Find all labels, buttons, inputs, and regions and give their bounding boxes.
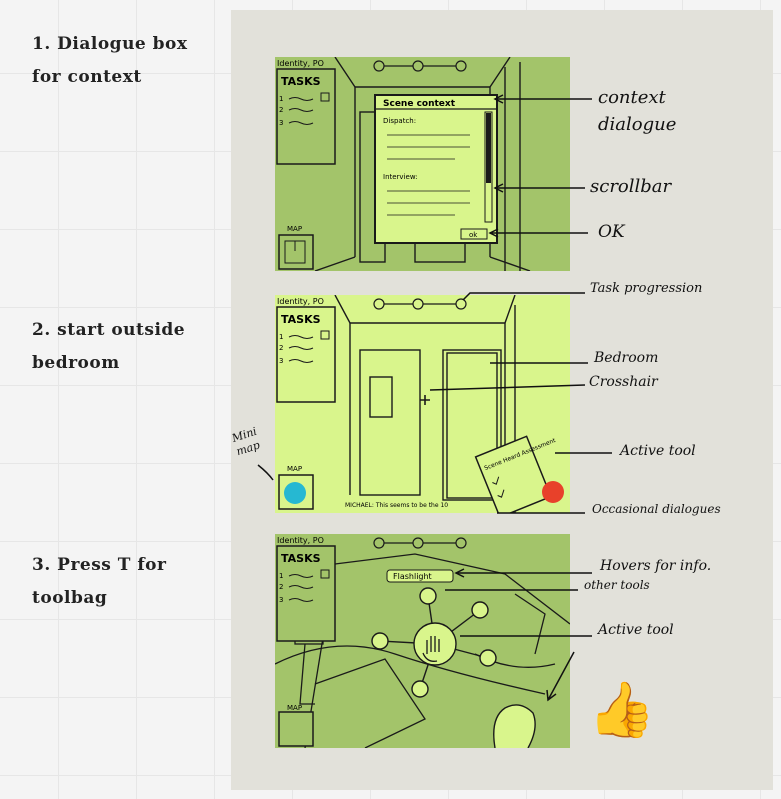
task-number: 1 [279,333,283,341]
ok-button[interactable] [460,228,488,240]
task-number: 2 [279,344,283,352]
interview-label: Interview: [383,173,418,181]
dialog-title: Scene context [383,99,456,109]
bedroom-door[interactable] [442,349,502,501]
camera-tool-icon[interactable] [479,649,497,667]
step-2-title: start outside bedroom [32,320,186,373]
task-number: 1 [279,572,283,580]
minimap [278,474,314,510]
hand-glyph [422,636,440,662]
evidence-tool-icon[interactable] [471,601,489,619]
scrollbar-thumb[interactable] [486,113,491,183]
thumbs-up-icon: 👍 [588,678,656,741]
annotation-context-dialogue: context dialogue [598,87,677,135]
panel-3-sketch: Identity, PO TASKS 1 2 3 MAP Flashlight [275,534,570,748]
panel-2-sketch: Identity, PO TASKS 1 2 3 MAP Scene Heard… [275,295,570,513]
door-window [369,376,393,418]
task-line [288,108,314,112]
step-3-heading: 3. Press T for toolbag [32,549,232,615]
minimap-player-marker [284,482,306,504]
annotation-active-tool-2: Active tool [598,622,674,638]
mockup-panel-toolbag: Identity, PO TASKS 1 2 3 MAP Flashlight [275,534,570,748]
annotation-crosshair: Crosshair [589,374,658,390]
task-number: 1 [279,95,283,103]
mockup-panel-dialogue: Identity, PO TASKS 1 2 3 MAP Scene conte… [275,57,570,271]
context-dialog [374,94,498,244]
task-number: 3 [279,596,283,604]
annotation-active-tool-1: Active tool [620,443,696,459]
tasks-box [276,306,336,403]
step-2-heading: 2. start outside bedroom [32,314,232,380]
step-3-number: 3. [32,555,51,575]
mockup-panel-bedroom: Identity, PO TASKS 1 2 3 MAP Scene Heard… [275,295,570,513]
task-checkbox[interactable] [320,92,330,102]
identity-label: Identity, PO [277,297,324,306]
annotation-ok: OK [598,222,625,242]
active-tool-marker [542,481,564,503]
step-1-heading: 1. Dialogue box for context [32,28,232,94]
map-label: MAP [287,704,302,712]
identity-label: Identity, PO [277,536,324,545]
panel-1-sketch: Identity, PO TASKS 1 2 3 MAP Scene conte… [275,57,570,271]
annotation-occasional-dialogues: Occasional dialogues [592,502,721,516]
minimap [278,234,314,270]
annotation-bedroom: Bedroom [594,350,659,366]
step-2-number: 2. [32,320,51,340]
minimap [278,711,314,747]
annotation-scrollbar: scrollbar [590,176,672,197]
flashlight-tool-icon[interactable] [419,587,437,605]
hallway-lines [334,295,516,513]
crosshair-icon [420,395,430,405]
tasks-title: TASKS [281,75,321,88]
task-number: 3 [279,119,283,127]
dialog-scrollbar[interactable] [484,111,493,223]
step-1-title: Dialogue box for context [32,34,188,87]
occasional-dialogue: MICHAEL: This seems to be the 10 [345,502,448,509]
tasks-box [276,68,336,165]
map-label: MAP [287,465,302,473]
task-checkbox[interactable] [320,330,330,340]
task-line [288,97,314,101]
notebook-tool-icon[interactable] [371,632,389,650]
tooltip-label: Flashlight [393,572,432,581]
map-label: MAP [287,225,302,233]
annotation-hovers-for-info: Hovers for info. [600,558,712,574]
search-tool-icon[interactable] [411,680,429,698]
player-gloved-hand [493,704,536,748]
identity-label: Identity, PO [277,59,324,68]
tasks-title: TASKS [281,552,321,565]
step-3-title: Press T for toolbag [32,555,167,608]
task-number: 2 [279,583,283,591]
minimap-rooms [284,240,306,264]
tasks-title: TASKS [281,313,321,326]
task-number: 2 [279,106,283,114]
task-line [288,121,314,125]
step-1-number: 1. [32,34,51,54]
side-door [359,349,421,496]
annotation-other-tools: other tools [584,578,650,592]
annotation-task-progression: Task progression [590,281,703,296]
task-checkbox[interactable] [320,569,330,579]
tasks-box [276,545,336,642]
tool-tooltip [386,569,454,583]
task-number: 3 [279,357,283,365]
ok-button-label: ok [469,231,478,239]
dispatch-label: Dispatch: [383,117,416,125]
